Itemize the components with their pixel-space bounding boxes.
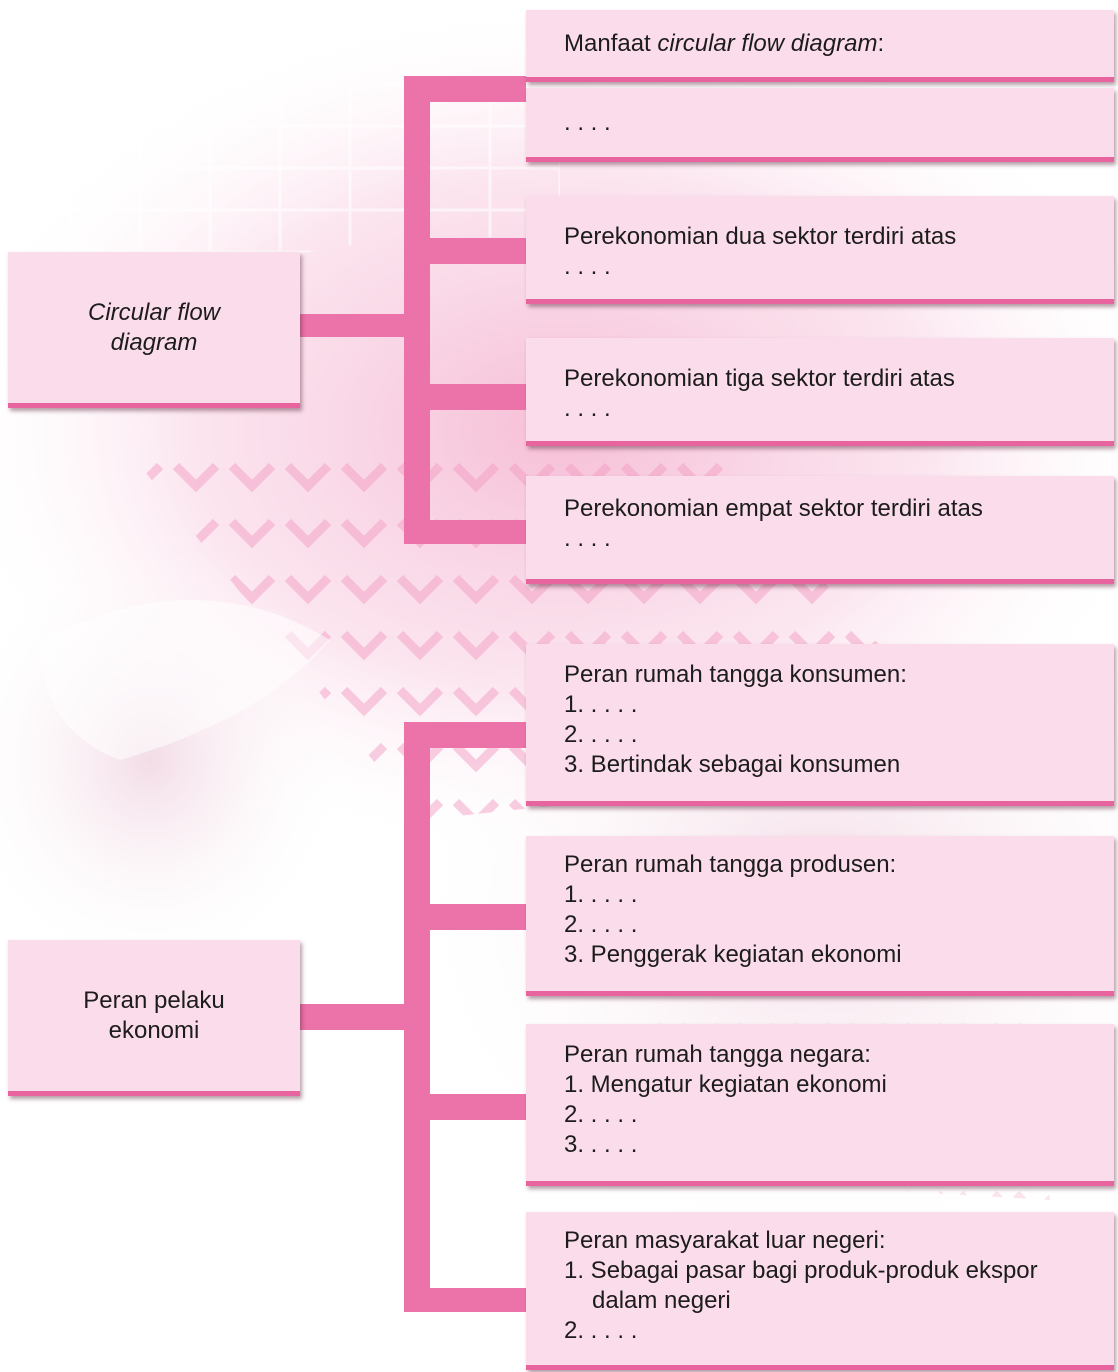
box-produsen: Peran rumah tangga produsen: 1. . . . . … — [526, 836, 1114, 996]
konsumen-item-2: 2. . . . . — [564, 721, 638, 748]
connector-branch-empat — [404, 520, 526, 544]
luar-negeri-item-1: 1. Sebagai pasar bagi produk-produk eksp… — [564, 1257, 1038, 1284]
root-circular-flow-line1: Circular flow — [87, 298, 221, 326]
root-peran-pelaku-line2: ekonomi — [108, 1016, 200, 1044]
manfaat-blank: . . . . — [564, 108, 611, 136]
box-luar-negeri: Peran masyarakat luar negeri: 1. Sebagai… — [526, 1212, 1114, 1370]
connector-stem-2 — [300, 1004, 404, 1030]
box-dua-sektor: Perekonomian dua sektor terdiri atas . .… — [526, 196, 1114, 304]
box-empat-sektor: Perekonomian empat sektor terdiri atas .… — [526, 476, 1114, 584]
connector-branch-negara — [404, 1094, 526, 1120]
box-konsumen: Peran rumah tangga konsumen: 1. . . . . … — [526, 644, 1114, 806]
dua-sektor-text: Perekonomian dua sektor terdiri atas — [564, 223, 957, 250]
connector-vertical-2 — [404, 722, 430, 1312]
box-manfaat-title: Manfaat circular flow diagram: — [526, 10, 1114, 82]
tiga-sektor-blank: . . . . — [564, 395, 611, 422]
connector-stem-1 — [300, 314, 404, 337]
connector-branch-manfaat — [404, 76, 526, 102]
konsumen-title: Peran rumah tangga konsumen: — [564, 661, 907, 688]
luar-negeri-item-2: 2. . . . . — [564, 1317, 638, 1344]
connector-branch-dua — [404, 238, 526, 264]
root-circular-flow-line2: diagram — [110, 328, 198, 356]
luar-negeri-title: Peran masyarakat luar negeri: — [564, 1227, 886, 1254]
konsumen-item-1: 1. . . . . — [564, 691, 638, 718]
produsen-item-2: 2. . . . . — [564, 911, 638, 938]
connector-branch-konsumen — [404, 722, 526, 748]
root-peran-pelaku-line1: Peran pelaku — [83, 986, 225, 1014]
tiga-sektor-text: Perekonomian tiga sektor terdiri atas — [564, 365, 955, 392]
produsen-title: Peran rumah tangga produsen: — [564, 851, 897, 878]
box-negara: Peran rumah tangga negara: 1. Mengatur k… — [526, 1024, 1114, 1186]
root-box-circular-flow: Circular flow diagram — [8, 252, 300, 408]
konsumen-item-3: 3. Bertindak sebagai konsumen — [564, 751, 901, 778]
dua-sektor-blank: . . . . — [564, 253, 611, 280]
manfaat-title: Manfaat circular flow diagram: — [564, 29, 884, 59]
negara-title: Peran rumah tangga negara: — [564, 1041, 871, 1068]
connector-branch-tiga — [404, 384, 526, 410]
connector-branch-produsen — [404, 904, 526, 930]
negara-item-3: 3. . . . . — [564, 1131, 638, 1158]
produsen-item-1: 1. . . . . — [564, 881, 638, 908]
manfaat-italic: circular flow diagram — [657, 29, 878, 57]
box-manfaat-answer: . . . . — [526, 88, 1114, 162]
manfaat-suffix: : — [877, 29, 885, 57]
negara-item-1: 1. Mengatur kegiatan ekonomi — [564, 1071, 887, 1098]
empat-sektor-blank: . . . . — [564, 525, 611, 552]
connector-branch-luar-negeri — [404, 1288, 526, 1312]
box-tiga-sektor: Perekonomian tiga sektor terdiri atas . … — [526, 338, 1114, 446]
manfaat-prefix: Manfaat — [564, 29, 658, 57]
empat-sektor-text: Perekonomian empat sektor terdiri atas — [564, 495, 983, 522]
connector-vertical-1 — [404, 76, 430, 544]
luar-negeri-item-1-cont: dalam negeri — [592, 1287, 731, 1314]
root-box-peran-pelaku: Peran pelaku ekonomi — [8, 940, 300, 1096]
produsen-item-3: 3. Penggerak kegiatan ekonomi — [564, 941, 902, 968]
negara-item-2: 2. . . . . — [564, 1101, 638, 1128]
